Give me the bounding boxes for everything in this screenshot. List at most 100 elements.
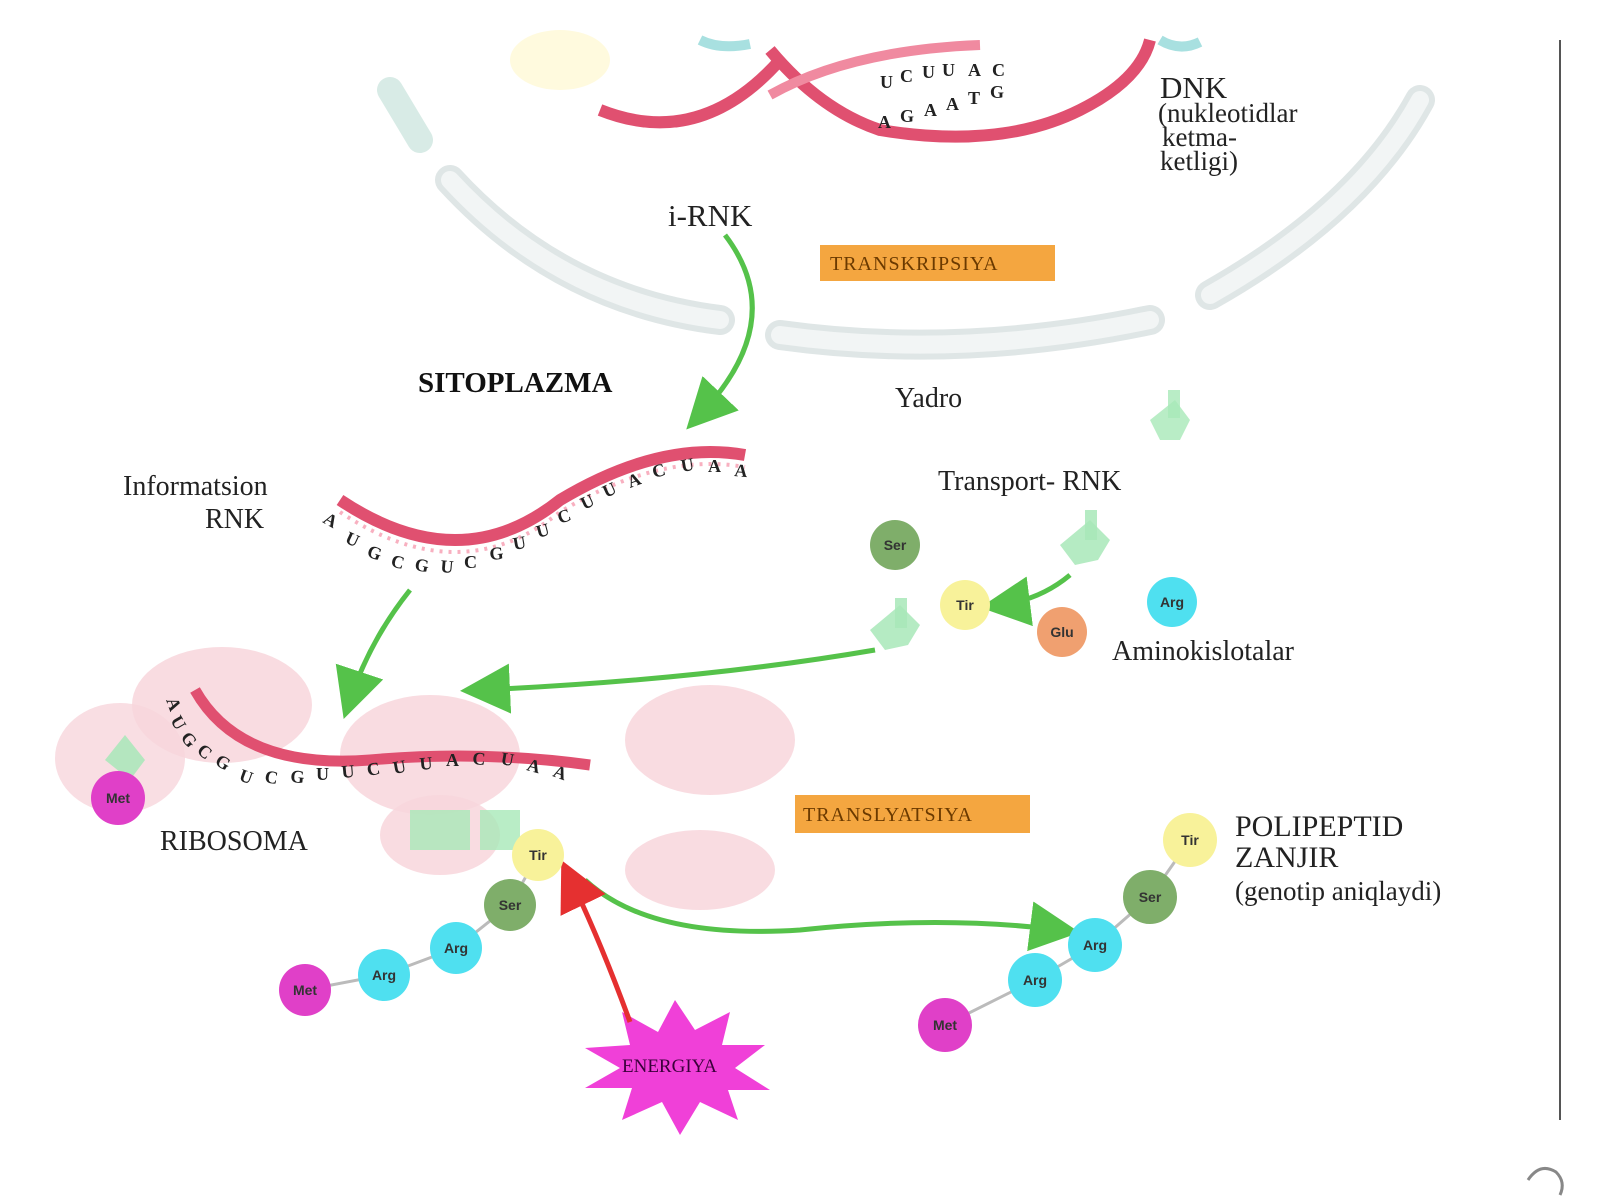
- free-amino-acid-text-0: Ser: [884, 537, 907, 553]
- dna-helix: U C U U A C A G A A T G: [597, 38, 1156, 143]
- free-amino-acid-text-1: Tir: [956, 597, 974, 613]
- polypeptide-arrow: [583, 878, 1080, 952]
- free-amino-acid-text-3: Arg: [1160, 594, 1184, 610]
- ribosome-base-5: U: [237, 765, 256, 788]
- ribosome-base-9: U: [341, 761, 356, 782]
- amino-acid-layer: SerTirGluArgMetArgArgSerTirMetMetArgArgS…: [91, 520, 1217, 1052]
- mrna-base-5: U: [440, 556, 455, 577]
- transkripsiya-label: TRANSKRIPSIYA: [830, 253, 999, 275]
- polypeptide-amino-acid-text-1: Arg: [1023, 972, 1047, 988]
- polypeptide-amino-acid-circle-3: [1123, 870, 1177, 924]
- mrna-base-4: G: [413, 554, 430, 576]
- dnk-sub-label-3: ketligi): [1160, 146, 1238, 176]
- free-amino-acid-circle-1: [940, 580, 990, 630]
- trna-to-ribosome-arrow: [460, 647, 876, 714]
- dna-bottom-base-3: A: [946, 94, 959, 114]
- ribosome-chain-amino-acid-text-4: Tir: [529, 847, 547, 863]
- ribosome-base-7: G: [290, 766, 306, 787]
- translyatsiya-box: [795, 795, 1030, 833]
- ribosome-base-13: A: [446, 750, 459, 770]
- ribosome-base-10: C: [365, 758, 381, 780]
- ribosome-site-amino-acid-text-0: Met: [106, 790, 130, 806]
- dna-bottom-base-2: A: [924, 100, 937, 120]
- trna-2: [870, 598, 920, 650]
- mrna-base-12: U: [599, 478, 619, 502]
- free-amino-acid-text-2: Glu: [1050, 624, 1073, 640]
- mrna-base-3: C: [389, 551, 407, 574]
- mrna-base-16: A: [708, 456, 721, 476]
- mrna-base-15: U: [679, 454, 695, 476]
- translyatsiya-label: TRANSLYATSIYA: [803, 804, 973, 826]
- mrna-base-9: U: [534, 519, 552, 542]
- polipeptid-label-2: ZANJIR: [1235, 841, 1338, 874]
- mrna-base-2: G: [365, 541, 385, 565]
- yadro-label: Yadro: [895, 383, 962, 414]
- dna-bottom-base-4: T: [968, 88, 980, 108]
- mrna-base-13: A: [625, 469, 644, 492]
- dna-bottom-base-5: G: [990, 82, 1004, 102]
- dnk-label: DNK: [1160, 70, 1228, 105]
- energiya-burst: [585, 1000, 770, 1135]
- energy-arrow: [560, 859, 633, 1023]
- ribosome-chain-amino-acid-text-3: Ser: [499, 897, 522, 913]
- mrna-base-8: U: [511, 532, 527, 554]
- ribosome-chain-amino-acid-circle-0: [279, 964, 331, 1016]
- transcription-arrow: [686, 233, 755, 430]
- free-amino-acid-circle-3: [1147, 577, 1197, 627]
- mrna-base-17: A: [734, 460, 749, 481]
- dna-top-base-5: C: [992, 60, 1005, 80]
- ribosome-base-0: A: [162, 695, 185, 714]
- aminokislotalar-label: Aminokislotalar: [1112, 636, 1295, 667]
- ribosome-base-11: U: [391, 756, 407, 778]
- polypeptide-amino-acid-circle-0: [918, 998, 972, 1052]
- polipeptid-label-3: (genotip aniqlaydi): [1235, 876, 1441, 906]
- trna-arrow-1: [980, 573, 1072, 627]
- ribosome-chain-amino-acid-text-1: Arg: [372, 967, 396, 983]
- polypeptide-amino-acid-text-3: Ser: [1139, 889, 1162, 905]
- free-amino-acid-circle-0: [870, 520, 920, 570]
- page-corner-mark: [1526, 1166, 1564, 1196]
- mrna-base-10: C: [555, 505, 574, 528]
- polypeptide-amino-acid-text-0: Met: [933, 1017, 957, 1033]
- transport-rnk-label: Transport- RNK: [938, 466, 1121, 497]
- polypeptide-amino-acid-circle-4: [1163, 813, 1217, 867]
- mrna-base-0: A: [320, 508, 341, 532]
- ribosome-chain-amino-acid-text-2: Arg: [444, 940, 468, 956]
- ribosome-base-14: C: [472, 748, 487, 769]
- nucleus-membrane: [377, 30, 1435, 360]
- mrna-base-11: U: [577, 490, 597, 514]
- trna-outside-nucleus: [1150, 390, 1190, 440]
- informatsion-rnk-strand: [336, 446, 747, 554]
- informatsion-label-1: Informatsion: [123, 471, 268, 502]
- mrna-base-6: C: [464, 552, 477, 572]
- ribosome-chain-amino-acid-circle-4: [512, 829, 564, 881]
- polypeptide-amino-acid-circle-1: [1008, 953, 1062, 1007]
- dna-top-base-2: U: [922, 62, 935, 82]
- polypeptide-amino-acid-circle-2: [1068, 918, 1122, 972]
- polypeptide-amino-acid-text-2: Arg: [1083, 937, 1107, 953]
- ribosome-base-15: U: [499, 748, 515, 770]
- dna-bottom-base-0: A: [878, 112, 891, 132]
- dnk-sub-label-2: ketma-: [1162, 122, 1237, 152]
- ribosome-base-12: U: [419, 753, 434, 774]
- ribosome-mrna-strand: [190, 687, 591, 771]
- dna-top-base-3: U: [942, 60, 955, 80]
- ribosome-base-17: A: [551, 761, 570, 784]
- mrna-to-ribosome-arrow: [335, 588, 412, 719]
- ribosome-base-8: U: [316, 764, 329, 784]
- dnk-sub-label-1: (nukleotidlar: [1158, 98, 1297, 128]
- ribosoma-label: RIBOSOMA: [160, 826, 309, 857]
- dna-top-base-1: C: [900, 66, 913, 86]
- sitoplazma-label: SITOPLAZMA: [418, 367, 613, 399]
- ribosome-chain-amino-acid-text-0: Met: [293, 982, 317, 998]
- ribosome-base-16: A: [525, 755, 543, 778]
- informatsion-label-2: RNK: [205, 504, 264, 535]
- ribosome-empty: [625, 685, 795, 910]
- trna-1: [1060, 510, 1110, 565]
- dna-bottom-base-1: G: [900, 106, 914, 126]
- dna-top-base-0: U: [880, 72, 893, 92]
- mrna-base-7: G: [489, 543, 505, 564]
- mrna-base-1: U: [342, 527, 362, 551]
- polypeptide-amino-acid-text-4: Tir: [1181, 832, 1199, 848]
